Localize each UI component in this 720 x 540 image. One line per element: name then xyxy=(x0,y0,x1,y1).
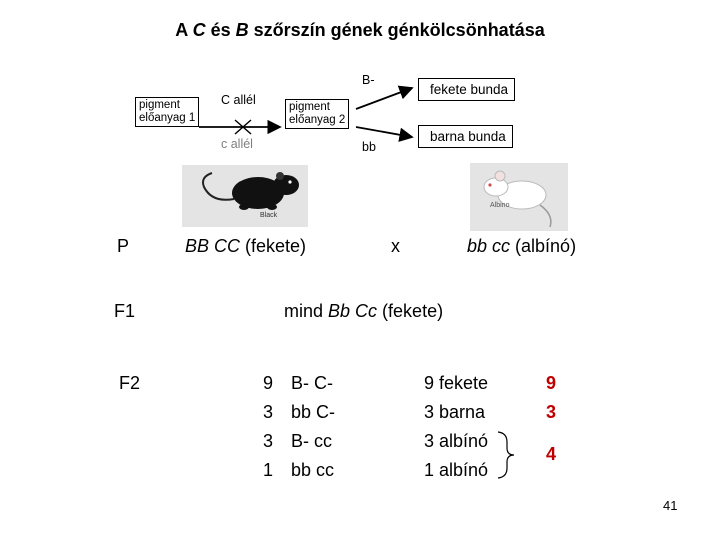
ratio-black: 9 xyxy=(546,373,557,393)
f2-genotype: B- C- xyxy=(291,373,333,393)
albino-mouse-image: Albino xyxy=(470,163,568,231)
black-mouse-image: Black xyxy=(182,165,308,227)
albino-mouse-icon: Albino xyxy=(483,170,552,228)
allele-B-dom-label: B- xyxy=(362,73,375,87)
f1-generation-label: F1 xyxy=(114,301,136,321)
allele-c-label: c allél xyxy=(221,137,253,151)
f2-generation-label: F2 xyxy=(119,373,141,393)
ratio-brown: 3 xyxy=(546,402,557,422)
f2-phenotype: 3 albínó xyxy=(424,431,489,451)
f2-genotype: bb cc xyxy=(291,460,335,480)
p-left-parent: BB CC (fekete) xyxy=(185,236,307,256)
black-mouse-icon: Black xyxy=(202,172,299,219)
f1-offspring: mind Bb Cc (fekete) xyxy=(284,301,444,321)
f2-count: 3 xyxy=(263,431,274,451)
ratio-albino: 4 xyxy=(546,444,557,464)
f2-count: 9 xyxy=(263,373,274,393)
f2-genotype: bb C- xyxy=(291,402,336,422)
page-number: 41 xyxy=(663,498,678,513)
p-right-parent: bb cc (albínó) xyxy=(467,236,577,256)
black-image-caption: Black xyxy=(260,212,278,219)
brace-icon xyxy=(497,431,515,479)
f2-genotype: B- cc xyxy=(291,431,333,451)
p-generation-label: P xyxy=(117,236,130,256)
f2-phenotype: 9 fekete xyxy=(424,373,489,393)
brown-coat-box: barna bunda xyxy=(418,125,513,148)
cross-sign: x xyxy=(391,236,400,256)
black-coat-box: fekete bunda xyxy=(418,78,516,101)
f2-count: 1 xyxy=(263,460,274,480)
allele-bb-label: bb xyxy=(362,140,376,154)
f2-phenotype: 3 barna xyxy=(424,402,486,422)
f2-phenotype: 1 albínó xyxy=(424,460,489,480)
slide-title: A C és B szőrszín gének génkölcsönhatása xyxy=(175,20,545,40)
cross-mark-b xyxy=(234,119,252,135)
arrow-to-black-coat xyxy=(355,85,414,110)
albino-image-caption: Albino xyxy=(490,202,510,209)
allele-C-label: C allél xyxy=(221,93,256,107)
f2-count: 3 xyxy=(263,402,274,422)
arrow-to-brown-coat xyxy=(355,126,414,142)
